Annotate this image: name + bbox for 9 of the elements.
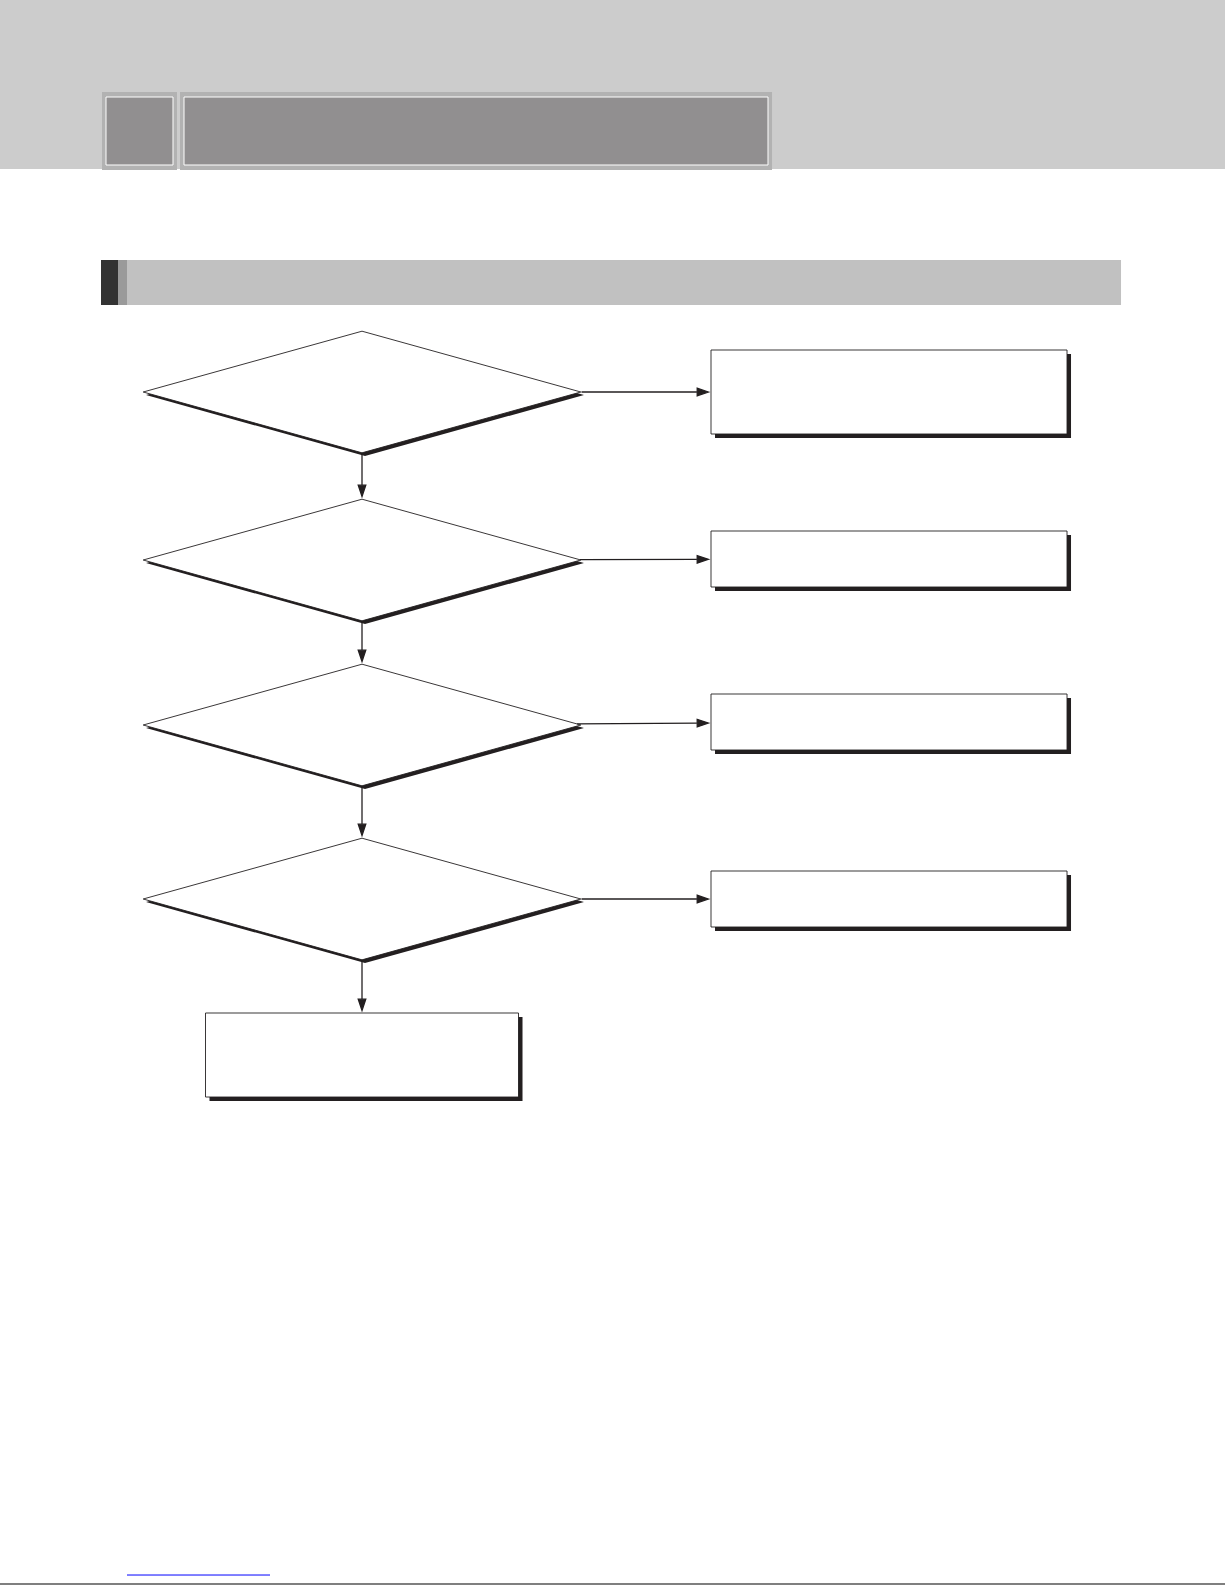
decision-diamond xyxy=(142,663,584,789)
process-box xyxy=(710,693,1071,754)
decision-diamond xyxy=(142,837,584,963)
decision-diamond xyxy=(142,330,584,456)
decision-diamond xyxy=(142,498,584,624)
process-box xyxy=(710,349,1071,438)
process-box xyxy=(205,1012,523,1101)
process-box xyxy=(710,870,1071,931)
process-box xyxy=(710,530,1071,591)
